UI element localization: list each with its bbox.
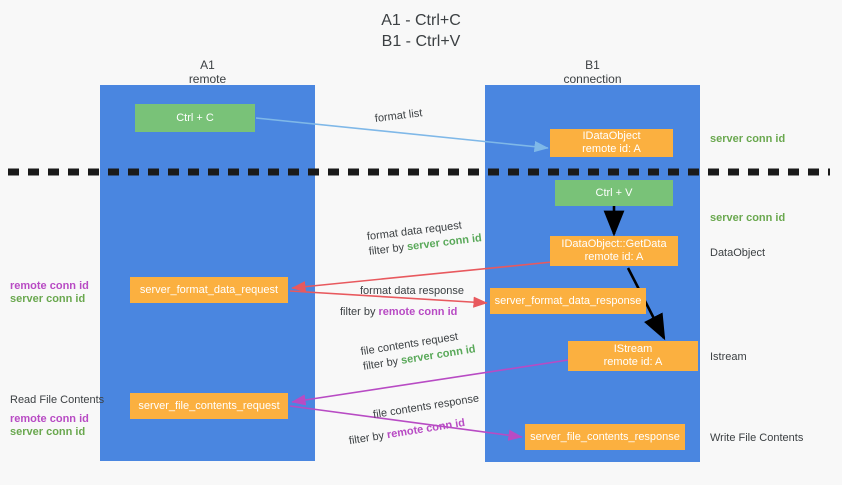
page-title: A1 - Ctrl+C B1 - Ctrl+V: [381, 12, 461, 50]
box-istream-line1: IStream: [613, 343, 653, 355]
arrow-label-file-contents-request: file contents request filter by server c…: [360, 327, 477, 374]
box-server-format-data-request-label: server_format_data_request: [139, 283, 279, 296]
box-server-file-contents-request-label: server_file_contents_request: [138, 399, 280, 412]
arrow-label-format-data-response: format data response filter by remote co…: [340, 284, 464, 320]
box-getdata-line1: IDataObject::GetData: [561, 238, 667, 250]
column-header-a1-sub: remote: [188, 72, 227, 86]
box-idataobject-line1: IDataObject: [582, 130, 641, 142]
box-ctrl-c-line1: Ctrl + C: [176, 111, 214, 124]
right-label-server-conn-id-mid: server conn id: [710, 212, 786, 224]
left-label-server-conn-id-2: server conn id: [10, 426, 86, 438]
right-label-dataobject: DataObject: [710, 247, 766, 259]
box-ctrl-v[interactable]: Ctrl + V: [555, 180, 673, 206]
right-label-write-file-contents: Write File Contents: [710, 432, 804, 444]
column-header-a1: A1 remote: [135, 58, 280, 86]
right-label-server-conn-id-top: server conn id: [710, 133, 786, 145]
arrow-label-file-contents-response: file contents response filter by remote …: [348, 391, 483, 447]
left-label-remote-conn-id-2: remote conn id: [10, 413, 89, 425]
arrow-label-format-data-response-line1: format data response: [360, 285, 464, 297]
box-istream[interactable]: IStream remote id: A: [568, 341, 698, 371]
arrow-label-format-list: format list: [374, 107, 424, 125]
box-server-format-data-response[interactable]: server_format_data_response: [490, 288, 646, 314]
filter-prefix: filter by: [340, 306, 379, 318]
filter-key-remote-conn-id: remote conn id: [378, 306, 458, 318]
box-idataobject[interactable]: IDataObject remote id: A: [550, 129, 673, 157]
column-header-b1-name: B1: [585, 58, 600, 72]
filter-prefix: filter by: [348, 429, 388, 448]
box-server-file-contents-response[interactable]: server_file_contents_response: [525, 424, 685, 450]
box-istream-line2: remote id: A: [603, 356, 663, 368]
column-header-a1-name: A1: [200, 58, 215, 72]
box-ctrl-c[interactable]: Ctrl + C: [135, 104, 255, 132]
box-server-file-contents-request[interactable]: server_file_contents_request: [130, 393, 288, 419]
arrow-label-format-data-response-line2: filter by remote conn id: [340, 305, 464, 320]
column-header-b1-sub: connection: [563, 72, 622, 86]
box-idataobject-getdata[interactable]: IDataObject::GetData remote id: A: [550, 236, 678, 266]
arrow-label-format-data-request: format data request filter by server con…: [366, 216, 483, 260]
box-server-format-data-request[interactable]: server_format_data_request: [130, 277, 288, 303]
left-label-server-conn-id-1: server conn id: [10, 293, 86, 305]
box-idataobject-line2: remote id: A: [582, 143, 641, 155]
box-ctrl-v-line1: Ctrl + V: [595, 186, 633, 199]
arrow-label-file-contents-response-line2: filter by remote conn id: [348, 413, 484, 449]
column-header-b1: B1 connection: [520, 58, 665, 86]
box-getdata-line2: remote id: A: [584, 251, 644, 263]
filter-key-remote-conn-id: remote conn id: [386, 416, 466, 442]
left-label-remote-conn-id-1: remote conn id: [10, 280, 89, 292]
left-label-read-file-contents: Read File Contents: [10, 394, 105, 406]
filter-prefix: filter by: [368, 241, 408, 258]
box-server-file-contents-response-label: server_file_contents_response: [530, 430, 680, 443]
right-label-istream: Istream: [710, 351, 747, 363]
box-server-format-data-response-label: server_format_data_response: [494, 294, 642, 307]
